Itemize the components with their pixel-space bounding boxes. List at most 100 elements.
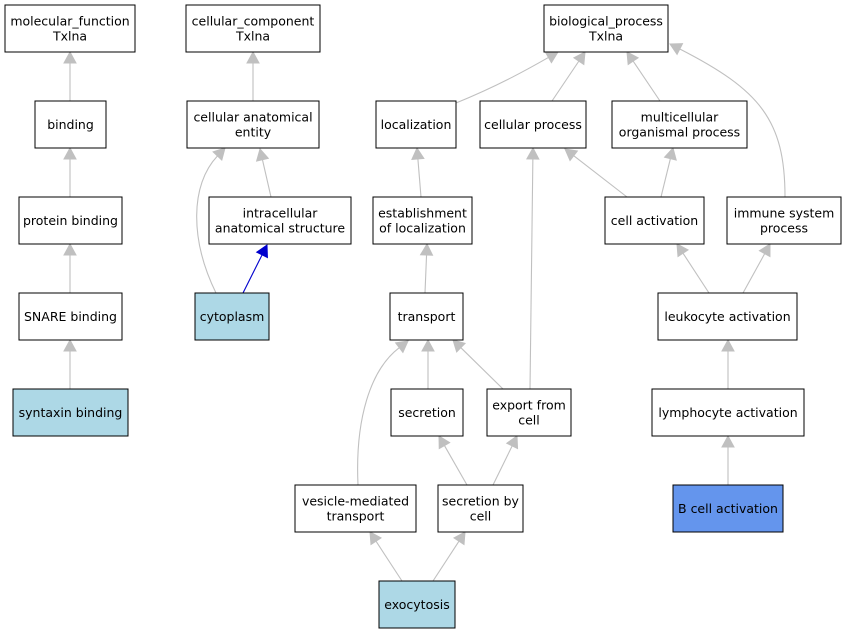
- edge-syntaxin_binding-to-snare_binding: [63, 338, 77, 389]
- edge-cytoplasm-to-intracellular_anatomical_structure: [242, 244, 268, 294]
- node-transport[interactable]: transport: [389, 292, 464, 341]
- arrowhead: [663, 146, 677, 161]
- node-box: [378, 580, 456, 629]
- edge-line: [492, 445, 513, 486]
- arrowhead: [438, 435, 451, 450]
- edge-line: [551, 60, 580, 102]
- edge-line: [632, 60, 661, 102]
- node-label: syntaxin binding: [19, 405, 123, 420]
- arrowhead: [394, 340, 409, 354]
- node-label: organismal process: [619, 125, 740, 140]
- node-box: [479, 100, 587, 149]
- node-box: [726, 196, 842, 245]
- node-label: export from: [492, 398, 566, 413]
- node-label: leukocyte activation: [664, 309, 790, 324]
- edge-localization-to-biological_process: [455, 51, 559, 104]
- node-b-cell-activation[interactable]: B cell activation: [672, 484, 784, 533]
- node-label: localization: [381, 117, 452, 132]
- node-label: process: [760, 221, 808, 236]
- node-box: [372, 196, 473, 245]
- node-label: Txlna: [588, 29, 623, 44]
- node-label: of localization: [379, 221, 466, 236]
- arrowhead: [452, 531, 466, 546]
- node-cellular-process[interactable]: cellular process: [479, 100, 587, 149]
- arrowhead: [255, 244, 268, 259]
- node-box: [604, 196, 705, 245]
- node-syntaxin-binding[interactable]: syntaxin binding: [12, 388, 129, 437]
- node-label: cell: [518, 413, 540, 428]
- edge-immune_system_process-to-biological_process: [669, 43, 786, 198]
- node-box: [34, 100, 107, 149]
- node-leukocyte-activation[interactable]: leukocyte activation: [657, 292, 798, 341]
- node-label: exocytosis: [384, 597, 449, 612]
- node-label: immune system: [734, 206, 835, 221]
- arrowhead: [411, 146, 425, 161]
- node-label: transport: [398, 309, 456, 324]
- edge-secretion_by_cell-to-secretion: [438, 435, 468, 486]
- edges-layer: [63, 43, 786, 582]
- node-label: cellular_component: [192, 14, 315, 29]
- edge-export_from_cell-to-transport: [452, 339, 504, 390]
- node-box: [651, 388, 805, 437]
- edge-line: [375, 540, 403, 582]
- node-box: [4, 4, 136, 53]
- edge-line: [432, 540, 460, 582]
- edge-lymphocyte_activation-to-leukocyte_activation: [721, 338, 735, 389]
- node-box: [389, 292, 464, 341]
- node-lymphocyte-activation[interactable]: lymphocyte activation: [651, 388, 805, 437]
- node-box: [543, 4, 669, 53]
- arrowhead: [572, 51, 586, 66]
- arrowhead: [505, 435, 519, 450]
- node-cytoplasm[interactable]: cytoplasm: [194, 292, 270, 341]
- edge-b_cell_activation-to-lymphocyte_activation: [721, 434, 735, 485]
- node-label: cell activation: [611, 213, 698, 228]
- node-box: [437, 484, 524, 533]
- node-box: [294, 484, 417, 533]
- node-localization[interactable]: localization: [375, 100, 457, 149]
- node-binding[interactable]: binding: [34, 100, 107, 149]
- node-label: protein binding: [23, 213, 118, 228]
- node-box: [208, 196, 352, 245]
- arrowhead: [369, 531, 383, 546]
- node-label: vesicle-mediated: [302, 494, 409, 509]
- edge-binding-to-molecular_function: [63, 50, 77, 101]
- edge-intracellular_anatomical_structure-to-cellular_anatomical_entity: [255, 147, 272, 198]
- edge-line: [417, 158, 422, 198]
- node-secretion[interactable]: secretion: [390, 388, 464, 437]
- node-label: Txlna: [52, 29, 87, 44]
- node-label: intracellular: [243, 206, 319, 221]
- node-label: binding: [47, 117, 94, 132]
- node-label: cellular anatomical: [193, 110, 312, 125]
- node-snare-binding[interactable]: SNARE binding: [18, 292, 123, 341]
- node-box: [186, 100, 320, 149]
- node-label: cell: [470, 509, 492, 524]
- node-box: [486, 388, 572, 437]
- node-protein-binding[interactable]: protein binding: [18, 196, 123, 245]
- arrowhead: [452, 339, 467, 353]
- arrowhead: [669, 43, 684, 56]
- node-box: [375, 100, 457, 149]
- node-box: [657, 292, 798, 341]
- edge-line: [443, 445, 468, 486]
- node-exocytosis[interactable]: exocytosis: [378, 580, 456, 629]
- edge-line: [742, 253, 766, 294]
- arrowhead: [544, 51, 559, 64]
- node-label: secretion: [398, 405, 456, 420]
- edge-line: [529, 158, 534, 390]
- edge-cell_activation-to-multicellular_organismal_process: [660, 146, 677, 198]
- edge-line: [242, 254, 263, 294]
- edge-line: [424, 254, 428, 294]
- node-cell-activation[interactable]: cell activation: [604, 196, 705, 245]
